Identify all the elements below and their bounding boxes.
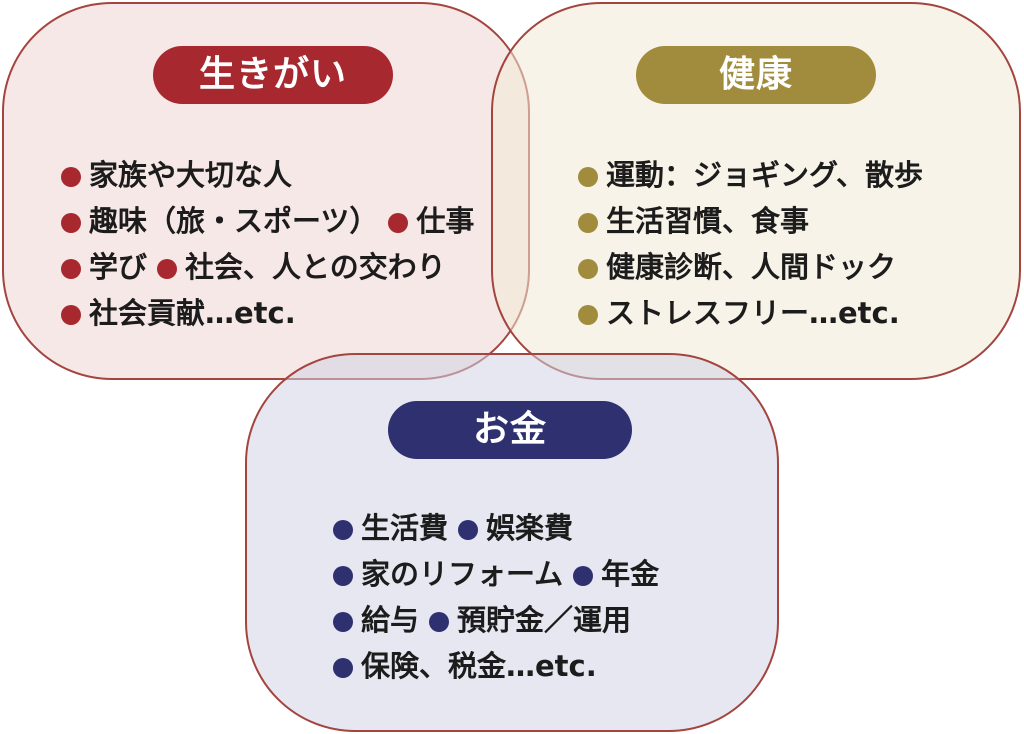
- ikigai-item-label: 趣味（旅・スポーツ）: [89, 204, 379, 238]
- bullet-dot-icon: [578, 167, 598, 187]
- ikigai-item: 家族や大切な人: [61, 152, 292, 198]
- kenkou-title: 健康: [636, 46, 876, 104]
- okane-item-label: 家のリフォーム: [361, 557, 564, 591]
- okane-item-line: 生活費 娯楽費: [333, 505, 669, 551]
- bullet-dot-icon: [333, 658, 353, 678]
- bullet-dot-icon: [458, 520, 479, 540]
- ikigai-item: 仕事: [388, 198, 474, 244]
- ikigai-item: 学び: [61, 244, 147, 290]
- okane-item-label: 年金: [601, 557, 660, 591]
- ikigai-item: 趣味（旅・スポーツ）: [61, 198, 378, 244]
- bullet-dot-icon: [61, 213, 81, 233]
- ikigai-item-label: 社会、人との交わり: [185, 250, 446, 284]
- bullet-dot-icon: [573, 566, 594, 586]
- kenkou-item-line: 生活習慣、食事: [578, 198, 933, 244]
- ikigai-item-label: 社会貢献…etc.: [89, 296, 296, 330]
- okane-item-label: 生活費: [361, 511, 449, 545]
- kenkou-item: ストレスフリー…etc.: [578, 290, 900, 336]
- ikigai-item-label: 家族や大切な人: [89, 158, 293, 192]
- kenkou-item-label: 健康診断、人間ドック: [606, 250, 897, 284]
- okane-item-label: 預貯金／運用: [457, 603, 632, 637]
- bullet-dot-icon: [429, 612, 450, 632]
- okane-item-list: 生活費 娯楽費家のリフォーム 年金給与 預貯金／運用保険、税金…etc.: [333, 505, 669, 689]
- ikigai-item-list: 家族や大切な人趣味（旅・スポーツ） 仕事学び 社会、人との交わり社会貢献…etc.: [61, 152, 484, 336]
- okane-panel: お金 生活費 娯楽費家のリフォーム 年金給与 預貯金／運用保険、税金…etc.: [245, 353, 779, 732]
- okane-title: お金: [388, 401, 632, 459]
- okane-item: 保険、税金…etc.: [333, 643, 597, 689]
- bullet-dot-icon: [333, 520, 353, 540]
- okane-item: 年金: [573, 551, 659, 597]
- okane-item-label: 保険、税金…etc.: [361, 649, 597, 683]
- ikigai-item: 社会貢献…etc.: [61, 290, 296, 336]
- kenkou-item-label: ストレスフリー…etc.: [606, 296, 900, 330]
- okane-item: 生活費: [333, 505, 448, 551]
- okane-item: 預貯金／運用: [429, 597, 631, 643]
- ikigai-item-label: 仕事: [416, 204, 475, 238]
- okane-item-line: 保険、税金…etc.: [333, 643, 669, 689]
- kenkou-item-label: 生活習慣、食事: [606, 204, 810, 238]
- okane-item: 給与: [333, 597, 419, 643]
- bullet-dot-icon: [333, 566, 353, 586]
- okane-item: 家のリフォーム: [333, 551, 563, 597]
- kenkou-item: 運動：ジョギング、散歩: [578, 152, 923, 198]
- ikigai-panel: 生きがい 家族や大切な人趣味（旅・スポーツ） 仕事学び 社会、人との交わり社会貢献……: [2, 2, 530, 380]
- okane-item-line: 給与 預貯金／運用: [333, 597, 669, 643]
- kenkou-item-line: 運動：ジョギング、散歩: [578, 152, 933, 198]
- kenkou-item-line: 健康診断、人間ドック: [578, 244, 933, 290]
- bullet-dot-icon: [61, 259, 81, 279]
- bullet-dot-icon: [578, 259, 598, 279]
- okane-item-label: 給与: [361, 603, 420, 637]
- okane-item-label: 娯楽費: [486, 511, 574, 545]
- kenkou-item-list: 運動：ジョギング、散歩生活習慣、食事健康診断、人間ドックストレスフリー…etc.: [578, 152, 933, 336]
- bullet-dot-icon: [578, 305, 598, 325]
- ikigai-title: 生きがい: [153, 46, 393, 104]
- ikigai-item-line: 趣味（旅・スポーツ） 仕事: [61, 198, 484, 244]
- kenkou-item: 健康診断、人間ドック: [578, 244, 896, 290]
- bullet-dot-icon: [61, 167, 81, 187]
- ikigai-item-line: 家族や大切な人: [61, 152, 484, 198]
- kenkou-item: 生活習慣、食事: [578, 198, 809, 244]
- ikigai-item-label: 学び: [89, 250, 148, 284]
- bullet-dot-icon: [333, 612, 353, 632]
- kenkou-panel: 健康 運動：ジョギング、散歩生活習慣、食事健康診断、人間ドックストレスフリー…e…: [491, 2, 1021, 380]
- ikigai-item-line: 学び 社会、人との交わり: [61, 244, 484, 290]
- ikigai-item: 社会、人との交わり: [157, 244, 446, 290]
- bullet-dot-icon: [578, 213, 598, 233]
- bullet-dot-icon: [61, 305, 81, 325]
- kenkou-item-label: 運動：ジョギング、散歩: [606, 158, 923, 192]
- bullet-dot-icon: [157, 259, 178, 279]
- bullet-dot-icon: [388, 213, 409, 233]
- ikigai-item-line: 社会貢献…etc.: [61, 290, 484, 336]
- okane-item: 娯楽費: [458, 505, 573, 551]
- kenkou-item-line: ストレスフリー…etc.: [578, 290, 933, 336]
- okane-item-line: 家のリフォーム 年金: [333, 551, 669, 597]
